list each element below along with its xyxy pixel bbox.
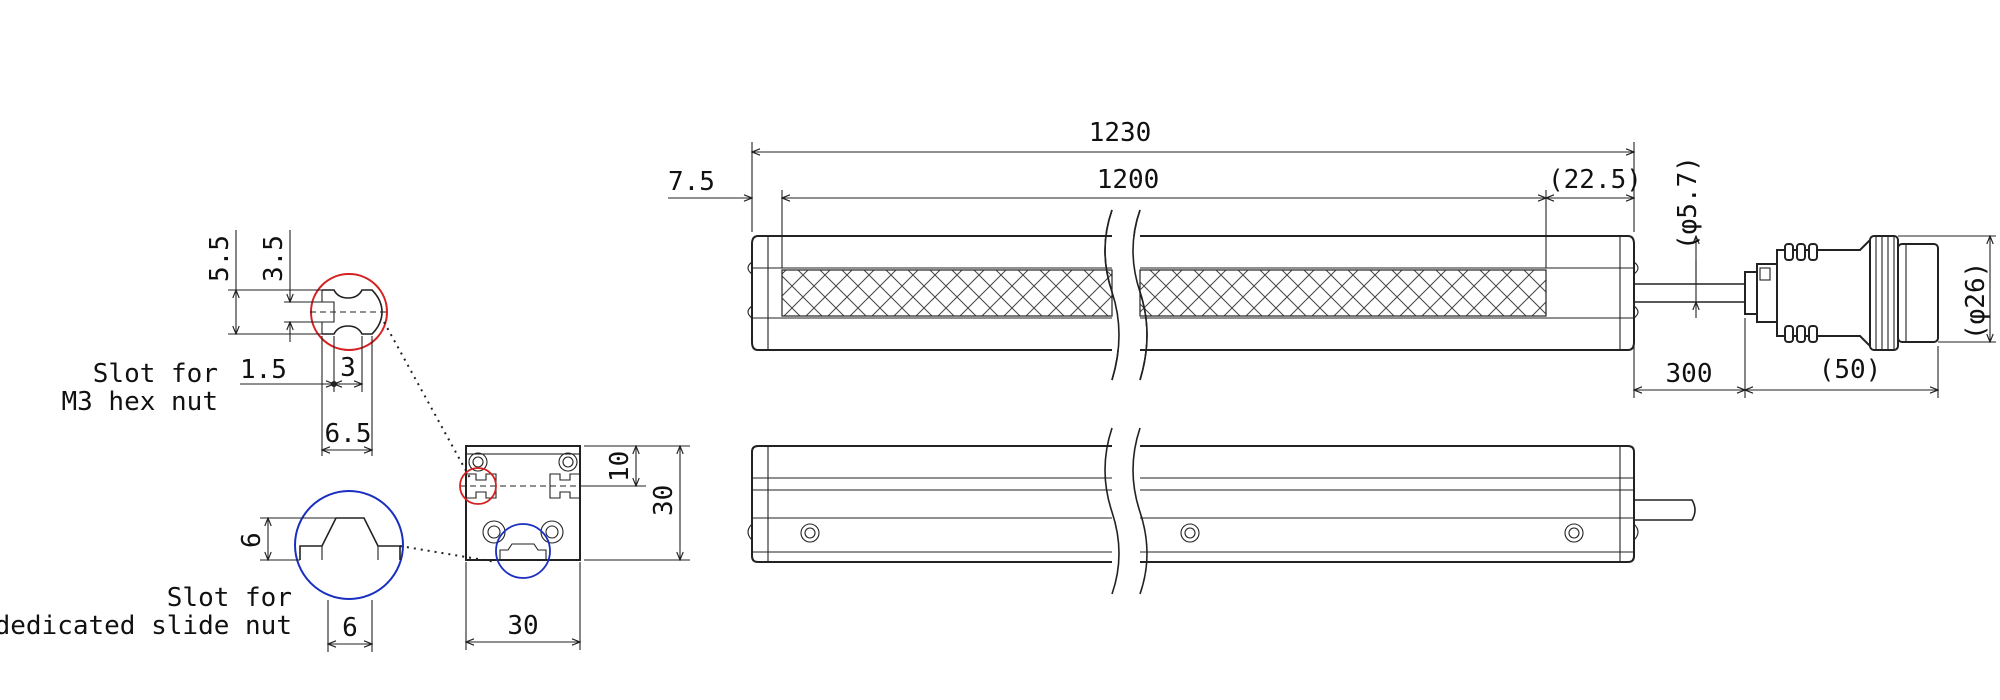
cross-section	[459, 445, 590, 579]
m3-slot-3-5-label: 3.5	[259, 235, 289, 282]
screw-hole	[800, 523, 820, 543]
slide-slot-label-line1: Slot for	[167, 583, 292, 613]
emitting-length-label: 1200	[1097, 165, 1160, 195]
slide-slot-label-line2: dedicated slide nut	[0, 611, 292, 641]
connector	[1744, 235, 1939, 351]
m3-slot-1-5-label: 1.5	[240, 355, 287, 385]
connector-length-dim: (50)	[1745, 346, 1938, 398]
emitting-length-dim: 1200	[782, 165, 1546, 268]
left-offset-dim: 7.5	[668, 167, 752, 198]
emitting-window	[781, 269, 1113, 317]
section-width-label: 30	[507, 611, 538, 641]
overall-length-label: 1230	[1089, 118, 1152, 148]
front-view	[747, 209, 1939, 381]
connector-diameter-label: (φ26)	[1961, 262, 1991, 340]
overall-length-dim: 1230	[752, 118, 1634, 232]
slide-slot-width-label: 6	[342, 613, 358, 643]
side-view	[747, 427, 1696, 595]
m3-slot-detail: 5.5 3.5 1.5 3 6.5	[205, 230, 471, 479]
slot-offset-dim: 10	[584, 446, 646, 486]
connector-length-label: (50)	[1819, 355, 1882, 385]
m3-slot-label-line1: Slot for	[93, 359, 218, 389]
slide-slot-height-label: 6	[237, 532, 267, 548]
right-offset-dim: (22.5)	[1546, 165, 1642, 198]
cable-diameter-label: (φ5.7)	[1673, 156, 1703, 250]
emitting-window-right	[1139, 269, 1547, 317]
slot-offset-label: 10	[605, 451, 635, 482]
m3-slot-3-label: 3	[340, 353, 356, 383]
m3-slot-5-5-label: 5.5	[205, 235, 235, 282]
leader-line-m3	[383, 321, 471, 479]
m3-slot-label-line2: M3 hex nut	[61, 387, 218, 417]
section-width-dim: 30	[466, 562, 580, 650]
cable-length-dim: 300	[1634, 318, 1745, 398]
right-offset-label: (22.5)	[1548, 165, 1642, 195]
cable-diameter-dim: (φ5.7)	[1673, 156, 1703, 318]
left-offset-label: 7.5	[668, 167, 715, 197]
slide-slot-detail: 6 6	[237, 490, 497, 652]
screw-hole	[1564, 523, 1584, 543]
cable-length-label: 300	[1666, 359, 1713, 389]
m3-slot-6-5-label: 6.5	[325, 419, 372, 449]
section-height-label: 30	[649, 485, 679, 516]
screw-hole	[1180, 523, 1200, 543]
section-height-dim: 30	[584, 446, 690, 560]
slide-slot-marker	[495, 523, 551, 579]
m3-slot-marker	[459, 467, 497, 505]
connector-diameter-dim: (φ26)	[1898, 236, 1996, 342]
